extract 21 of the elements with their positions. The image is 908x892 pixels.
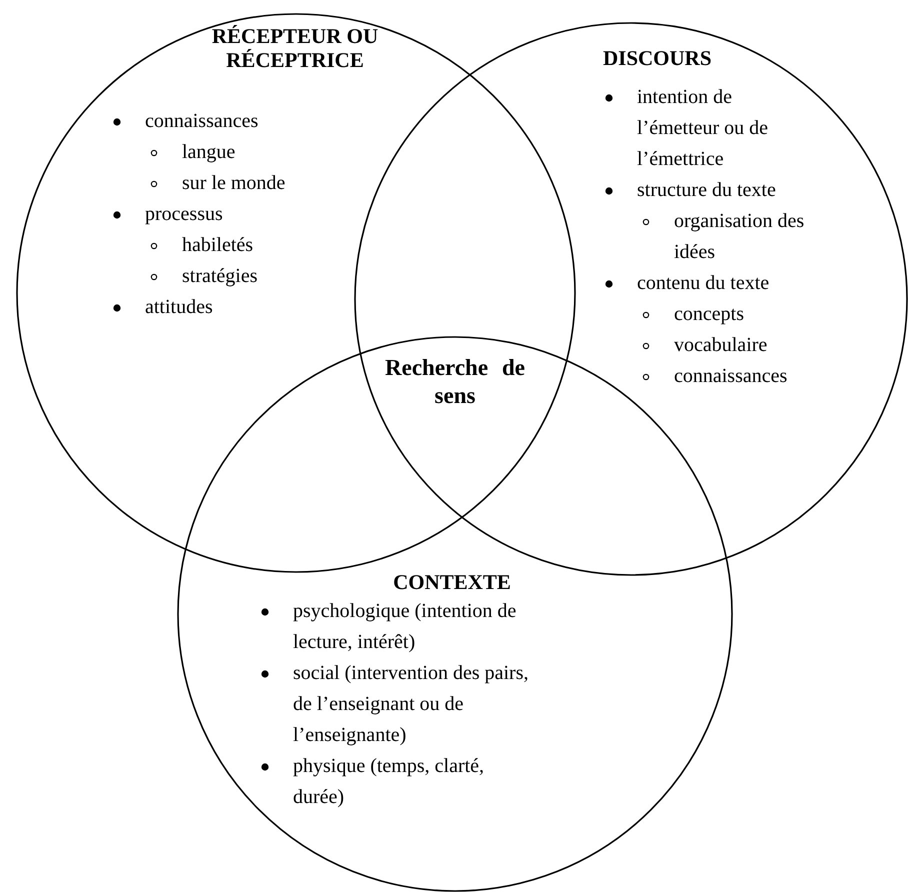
list-item-text: sur le monde (182, 171, 286, 196)
center-label: Recherche de sens (385, 354, 525, 410)
list-item-text: psychologique (intention de lecture, intérêt) (293, 599, 518, 655)
venn-circle (16, 13, 576, 573)
list-item-text: contenu du texte (637, 271, 770, 296)
list-item-text: stratégies (182, 264, 259, 289)
list-item-text: social (intervention des pairs, de l’enseignant ou de l’enseignante) (293, 661, 530, 748)
list-item-text: structure du texte (637, 178, 777, 203)
list-item-text: organisation des idées (674, 209, 806, 265)
list-item-text: habiletés (182, 233, 254, 258)
circle-heading: CONTEXTE (392, 570, 512, 594)
list-item-text: processus (145, 202, 224, 227)
circle-heading: DISCOURS (603, 46, 713, 70)
list-item-text: connaissances (674, 364, 788, 389)
circle-heading: RÉCEPTEUR OU RÉCEPTRICE (210, 24, 380, 72)
list-item-text: physique (temps, clarté, durée) (293, 754, 486, 810)
list-item-text: langue (182, 140, 236, 165)
list-item-text: attitudes (145, 295, 214, 320)
list-item-text: connaissances (145, 109, 260, 134)
list-item-text: vocabulaire (674, 333, 768, 358)
list-item-text: concepts (674, 302, 745, 327)
